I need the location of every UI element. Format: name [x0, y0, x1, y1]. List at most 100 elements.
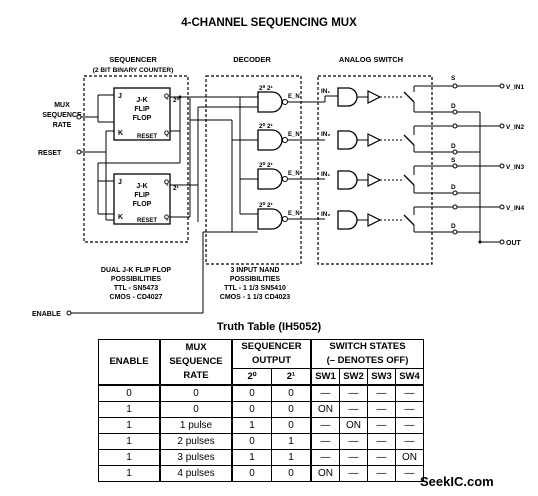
ff-top-qbar: Q: [164, 130, 169, 137]
enable-label: ENABLE: [32, 311, 61, 318]
switch-channel-1: IN₁: [321, 87, 415, 107]
header-sw3: SW3: [367, 368, 396, 386]
decoder-notes: 3 INPUT NAND POSSIBILITIES TTL - 1 1/3 S…: [220, 267, 291, 301]
switch-channel-2: IN₂: [321, 130, 415, 150]
table-row: 1 0 0 0 ON — — —: [98, 401, 424, 418]
analog-switch-title: ANALOG SWITCH: [339, 55, 403, 64]
reset-input: RESET: [38, 149, 106, 157]
cell-mux: 3 pulses: [159, 449, 233, 466]
cell-enable: 1: [98, 433, 161, 450]
decoder-gate-4: 2⁰ 2¹ E_N: [240, 201, 325, 230]
cell-sw4: —: [395, 417, 424, 434]
ff-bottom-q: Q: [164, 179, 169, 186]
decoder-gate-1: 2⁰ 2¹ E_N: [240, 84, 326, 113]
table-row: 1 4 pulses 0 0 ON — — —: [98, 465, 424, 482]
s-label-2: S: [451, 157, 456, 164]
v-in-2: V_IN2: [506, 124, 524, 131]
cell-sw2: ON: [339, 417, 368, 434]
cell-bit1: 1: [271, 449, 312, 466]
header-switch: SWITCH STATES (– DENOTES OFF): [310, 339, 424, 369]
cell-enable: 0: [98, 384, 161, 402]
header-mux-2: SEQUENCE: [169, 356, 223, 367]
table-row: 1 3 pulses 1 1 — — — ON: [98, 449, 424, 466]
ff-bottom-out-label: 2¹: [173, 185, 179, 192]
cell-enable: 1: [98, 417, 161, 434]
ff-bottom-qbar: Q: [164, 214, 169, 221]
cell-sw2: —: [339, 401, 368, 418]
truth-table: ENABLE MUX SEQUENCE RATE SEQUENCER OUTPU…: [98, 339, 424, 482]
cell-enable: 1: [98, 449, 161, 466]
ff-top-body-2: FLIP: [134, 106, 149, 113]
cell-bit1: 1: [271, 433, 312, 450]
cell-sw2: —: [339, 465, 368, 482]
sequencer-box: [83, 75, 189, 243]
truth-table-title: Truth Table (IH5052): [216, 321, 322, 333]
cell-bit0: 0: [231, 465, 272, 482]
ff-top-j: J: [118, 93, 122, 100]
switch-channel-4: IN₂: [321, 210, 415, 230]
cell-bit0: 1: [231, 417, 272, 434]
out-label: OUT: [506, 240, 522, 247]
cell-mux: 2 pulses: [159, 433, 233, 450]
cell-sw4: ON: [395, 449, 424, 466]
cell-bit1: 0: [271, 465, 312, 482]
ff-top-q: Q: [164, 93, 169, 100]
cell-bit0: 0: [231, 384, 272, 402]
sequencer-notes: DUAL J-K FLIP FLOP POSSIBILITIES TTL - S…: [101, 267, 171, 301]
enable-input: ENABLE: [32, 232, 204, 318]
ff-bottom-body-3: FLOP: [133, 201, 152, 208]
cell-sw1: ON: [310, 401, 340, 418]
gate-1-en: E_N: [288, 94, 300, 100]
cell-sw1: —: [310, 384, 340, 402]
dec-note-2: POSSIBILITIES: [230, 276, 281, 283]
switch-4-in: IN₂: [321, 211, 331, 218]
d-label-4: D: [451, 223, 456, 230]
ff-bottom-body-2: FLIP: [134, 192, 149, 199]
ff-bottom-j: J: [118, 179, 122, 186]
cell-enable: 1: [98, 401, 161, 418]
header-mux-3: RATE: [183, 370, 209, 381]
mux-rate-input: MUX SEQUENCE RATE: [42, 95, 99, 129]
cell-sw1: ON: [310, 465, 340, 482]
header-switch-2: (– DENOTES OFF): [326, 355, 409, 366]
mux-rate-label-1: MUX: [54, 102, 70, 109]
reset-label: RESET: [38, 150, 62, 157]
header-seq-1: SEQUENCER: [241, 341, 302, 352]
flip-flop-bottom: J K J-K FLIP FLOP Q Q RESET 2¹: [97, 98, 199, 225]
gate-4-en: E_N: [288, 211, 300, 217]
seq-note-1: DUAL J-K FLIP FLOP: [101, 267, 171, 274]
cell-sw3: —: [367, 384, 396, 402]
header-bit-0: 2⁰: [231, 368, 272, 386]
decoder-gate-2: 2⁰ 2¹ E_N: [232, 122, 325, 151]
output-terminals: S D V_IN1 V_IN2 D S V_IN3 D V_IN4: [413, 75, 524, 247]
cell-sw1: —: [310, 417, 340, 434]
cell-sw3: —: [367, 433, 396, 450]
cell-sw4: —: [395, 401, 424, 418]
cell-sw1: —: [310, 449, 340, 466]
header-seq: SEQUENCER OUTPUT: [231, 339, 312, 369]
d-label-1: D: [451, 103, 456, 110]
cell-sw4: —: [395, 465, 424, 482]
ff-top-body-3: FLOP: [133, 115, 152, 122]
ff-top-reset: RESET: [137, 134, 157, 140]
header-bit-1: 2¹: [271, 368, 312, 386]
cell-sw4: —: [395, 433, 424, 450]
switch-channel-3: IN₁: [321, 170, 415, 190]
gate-4-inputs: 2⁰ 2¹: [259, 201, 273, 209]
flip-flop-top: J K J-K FLIP FLOP Q Q RESET 2⁰: [98, 87, 240, 214]
gate-2-en: E_N: [288, 132, 300, 138]
ff-top-k: K: [118, 130, 123, 137]
d-label-2: D: [451, 143, 456, 150]
gate-2-inputs: 2⁰ 2¹: [259, 122, 273, 130]
cell-sw3: —: [367, 465, 396, 482]
table-row: 0 0 0 0 — — — —: [98, 384, 424, 402]
header-mux-1: MUX: [185, 342, 207, 353]
cell-mux: 0: [159, 401, 233, 418]
cell-sw4: —: [395, 384, 424, 402]
v-in-3: V_IN3: [506, 164, 524, 171]
mux-rate-label-3: RATE: [53, 122, 72, 129]
circuit-diagram: 4-CHANNEL SEQUENCING MUX SEQUENCER (2 BI…: [32, 17, 524, 318]
gate-1-inputs: 2⁰ 2¹: [259, 84, 273, 92]
header-sw4: SW4: [395, 368, 424, 386]
d-label-3: D: [451, 184, 456, 191]
